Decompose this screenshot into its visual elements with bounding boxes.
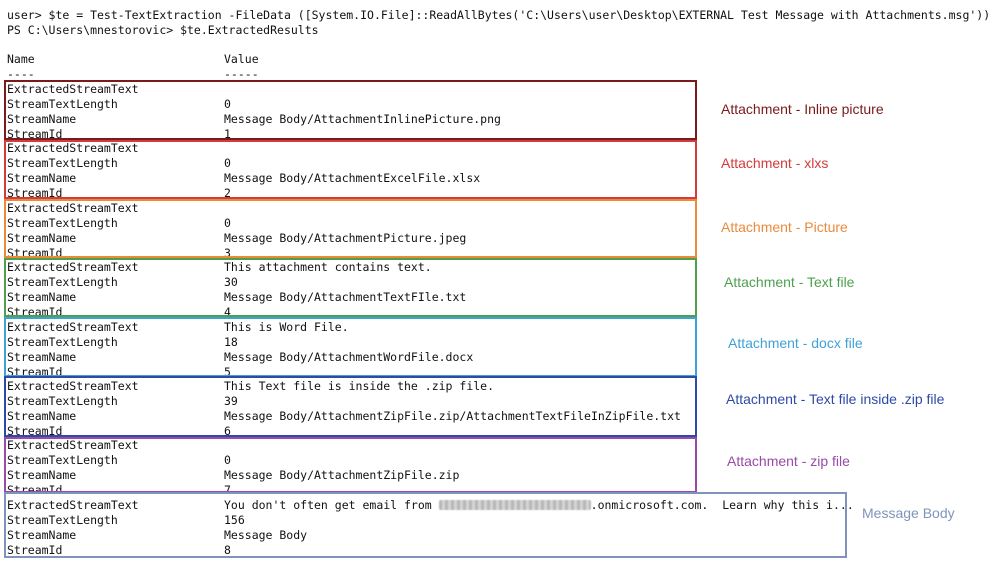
record-highlight-box (4, 80, 697, 140)
command-line[interactable]: user> $te = Test-TextExtraction -FileDat… (7, 8, 991, 22)
record-annotation-label: Attachment - Inline picture (721, 101, 884, 117)
field-value: 39 (224, 394, 238, 408)
field-value: 18 (224, 334, 238, 349)
redacted-email-address (438, 499, 591, 510)
field-name: ExtractedStreamText (7, 319, 139, 334)
record-annotation-label: Attachment - Text file (724, 274, 855, 290)
field-value-prefix: You don't often get email from (224, 497, 432, 512)
field-value: Message Body/AttachmentZipFile.zip/Attac… (224, 409, 681, 423)
field-name: StreamName (7, 290, 77, 305)
field-name: ExtractedStreamText (7, 260, 139, 275)
field-name: StreamTextLength (7, 275, 118, 290)
record-highlight-box (4, 140, 697, 199)
field-name: StreamTextLength (7, 394, 118, 408)
field-name: ExtractedStreamText (7, 497, 139, 512)
field-value: Message Body/AttachmentTextFIle.txt (224, 290, 467, 305)
field-name: StreamName (7, 527, 77, 542)
field-name: ExtractedStreamText (7, 438, 139, 453)
field-value: 4 (224, 305, 231, 320)
field-value: 1 (224, 127, 231, 141)
field-value: Message Body/AttachmentInlinePicture.png (224, 112, 501, 126)
field-value: 5 (224, 364, 231, 379)
field-name: ExtractedStreamText (7, 141, 139, 156)
field-name: StreamTextLength (7, 97, 118, 111)
field-value: This Text file is inside the .zip file. (224, 379, 495, 393)
field-value: 156 (224, 512, 245, 527)
record-annotation-label: Attachment - xlxs (721, 155, 829, 171)
field-name: StreamId (7, 127, 63, 141)
field-name: StreamName (7, 409, 77, 423)
field-value: 0 (224, 156, 231, 171)
column-header-value: Value (224, 52, 259, 66)
field-name: StreamTextLength (7, 512, 118, 527)
field-value: 6 (224, 424, 231, 438)
field-value: Message Body/AttachmentExcelFile.xlsx (224, 171, 481, 186)
field-value: You don't often get email from .onmicros… (224, 498, 854, 513)
field-name: StreamName (7, 468, 77, 483)
field-name: StreamId (7, 424, 63, 438)
field-name: StreamTextLength (7, 156, 118, 171)
field-name: StreamName (7, 230, 77, 245)
record-annotation-label: Message Body (862, 505, 955, 521)
record-highlight-box (4, 199, 697, 258)
field-name: StreamId (7, 186, 63, 201)
field-value: 0 (224, 215, 231, 230)
prompt-line[interactable]: PS C:\Users\mnestorovic> $te.ExtractedRe… (7, 23, 319, 37)
column-rule-name: ---- (7, 67, 35, 81)
field-name: StreamTextLength (7, 453, 118, 468)
field-value: 7 (224, 483, 231, 498)
field-value: Message Body (224, 527, 308, 542)
field-name: StreamId (7, 542, 63, 557)
field-value: 8 (224, 542, 231, 557)
record-highlight-box (4, 258, 697, 317)
field-name: ExtractedStreamText (7, 82, 139, 96)
field-value: Message Body/AttachmentWordFile.docx (224, 349, 474, 364)
record-highlight-box (4, 317, 697, 377)
field-name: ExtractedStreamText (7, 379, 139, 393)
field-name: StreamName (7, 171, 77, 186)
field-value: Message Body/AttachmentZipFile.zip (224, 468, 460, 483)
field-value: 2 (224, 186, 231, 201)
record-highlight-box (4, 492, 847, 558)
field-value-suffix: .onmicrosoft.com. Learn why this i... (590, 497, 854, 512)
field-value: This attachment contains text. (224, 260, 432, 275)
field-value: 0 (224, 453, 231, 468)
field-value: 3 (224, 245, 231, 260)
field-value: Message Body/AttachmentPicture.jpeg (224, 230, 467, 245)
field-name: StreamTextLength (7, 215, 118, 230)
field-name: StreamName (7, 349, 77, 364)
field-value: This is Word File. (224, 319, 349, 334)
field-name: ExtractedStreamText (7, 200, 139, 215)
column-header-name: Name (7, 52, 35, 66)
field-name: StreamTextLength (7, 334, 118, 349)
record-annotation-label: Attachment - Text file inside .zip file (726, 391, 945, 407)
column-rule-value: ----- (224, 67, 259, 81)
field-value: 30 (224, 275, 238, 290)
field-value: 0 (224, 97, 231, 111)
record-highlight-box (4, 376, 697, 437)
record-annotation-label: Attachment - Picture (721, 219, 848, 235)
field-name: StreamName (7, 112, 77, 126)
record-annotation-label: Attachment - docx file (728, 335, 863, 351)
record-annotation-label: Attachment - zip file (727, 453, 850, 469)
record-highlight-box (4, 437, 697, 493)
